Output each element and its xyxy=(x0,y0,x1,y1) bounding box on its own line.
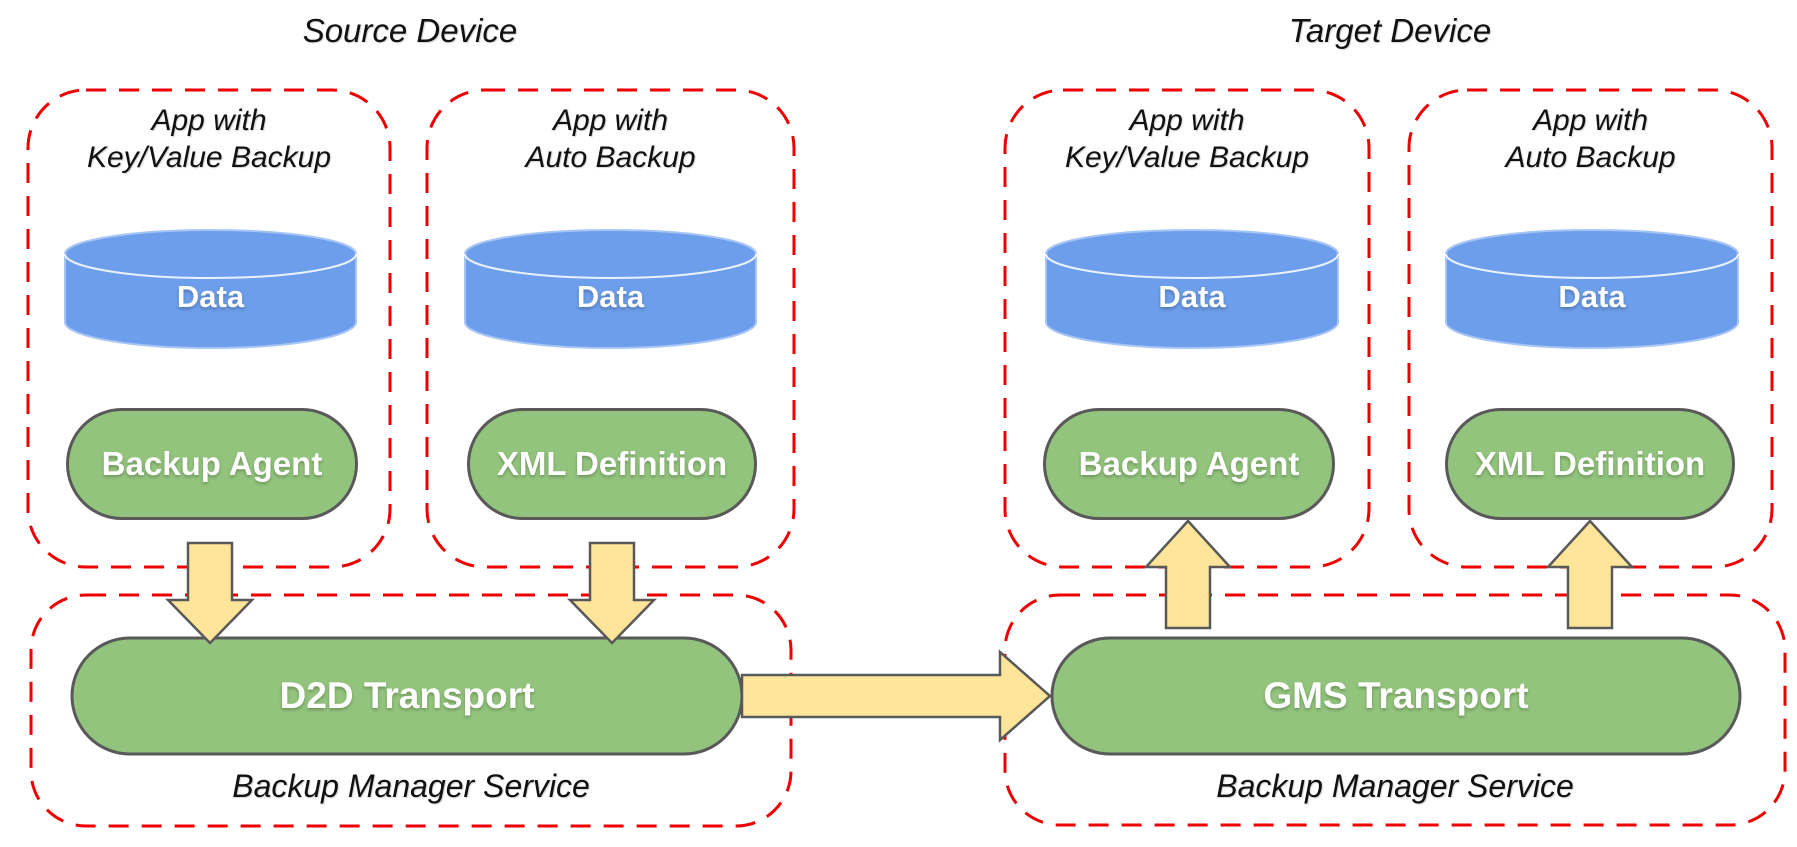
arrow-gms-to-xml-definition xyxy=(1545,519,1635,630)
target-keyvalue-app-label: App with Key/Value Backup xyxy=(1005,102,1369,176)
source-auto-data-cylinder: Data xyxy=(463,228,758,350)
target-device-title: Target Device xyxy=(1288,12,1492,49)
arrow-gms-to-backup-agent xyxy=(1143,519,1233,630)
app-label-line: Auto Backup xyxy=(525,141,696,174)
data-label: Data xyxy=(576,279,645,315)
source-keyvalue-app-label: App with Key/Value Backup xyxy=(28,102,390,176)
target-auto-data-cylinder: Data xyxy=(1444,228,1740,350)
database-cylinder-icon xyxy=(463,229,758,349)
gms-transport-label: GMS Transport xyxy=(1263,675,1529,716)
arrow-xml-definition-to-d2d xyxy=(567,541,657,645)
source-auto-app-label: App with Auto Backup xyxy=(427,102,794,176)
app-label-line: Key/Value Backup xyxy=(1064,141,1310,174)
target-auto-app-label: App with Auto Backup xyxy=(1409,102,1772,176)
dashed-box-target-backup-manager xyxy=(1003,593,1787,827)
source-device-title: Source Device xyxy=(302,12,518,49)
d2d-transport-label: D2D Transport xyxy=(279,675,535,716)
source-keyvalue-data-cylinder: Data xyxy=(63,228,358,350)
source-xml-definition-pill: XML Definition xyxy=(467,408,757,520)
app-label-line: App with xyxy=(1129,104,1245,137)
target-xml-definition-pill: XML Definition xyxy=(1445,408,1735,520)
target-keyvalue-data-cylinder: Data xyxy=(1044,228,1340,350)
arrow-backup-agent-to-d2d xyxy=(165,541,255,645)
target-backup-agent-pill: Backup Agent xyxy=(1043,408,1335,520)
app-label-line: Key/Value Backup xyxy=(86,141,332,174)
arrow-d2d-to-gms xyxy=(740,649,1052,743)
app-label-line: App with xyxy=(151,104,267,137)
data-label: Data xyxy=(176,279,245,315)
app-label-line: Auto Backup xyxy=(1505,141,1676,174)
app-label-line: App with xyxy=(1532,104,1649,137)
target-backup-manager-label: Backup Manager Service xyxy=(1216,768,1574,804)
data-label: Data xyxy=(1558,279,1626,315)
data-label: Data xyxy=(1158,279,1226,315)
database-cylinder-icon xyxy=(1045,229,1339,349)
source-backup-manager-label: Backup Manager Service xyxy=(232,768,590,804)
database-cylinder-icon xyxy=(1445,229,1739,349)
dashed-box-source-keyvalue-app xyxy=(26,88,392,569)
gms-transport-pill xyxy=(1050,636,1742,756)
app-label-line: App with xyxy=(552,104,669,137)
source-backup-agent-pill: Backup Agent xyxy=(66,408,358,520)
database-cylinder-icon xyxy=(63,229,358,349)
